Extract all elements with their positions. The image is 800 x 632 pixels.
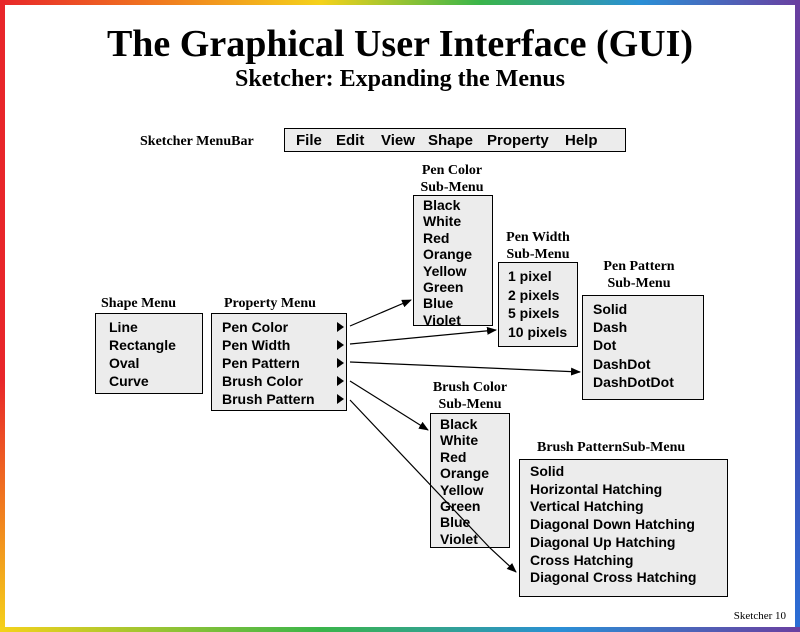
rainbow-border-left (0, 0, 5, 632)
brush-pattern-submenu: Solid Horizontal Hatching Vertical Hatch… (519, 459, 728, 597)
caption-line: Pen Color (421, 163, 483, 178)
brush-pattern-item[interactable]: Horizontal Hatching (530, 480, 663, 497)
submenu-arrow-icon (337, 394, 344, 404)
brush-color-item[interactable]: Black (440, 416, 478, 432)
brush-color-item[interactable]: White (440, 432, 479, 449)
slide-footer: Sketcher 10 (733, 610, 786, 622)
caption-line: Sub-Menu (420, 180, 484, 195)
menu-help[interactable]: Help (565, 132, 598, 149)
pen-pattern-item[interactable]: Dot (593, 337, 617, 354)
shape-item-line[interactable]: Line (109, 319, 138, 335)
pen-pattern-item[interactable]: DashDot (593, 355, 651, 372)
menu-view[interactable]: View (381, 132, 415, 149)
pen-pattern-submenu: Solid Dash Dot DashDot DashDotDot (582, 295, 704, 400)
shape-item-rectangle[interactable]: Rectangle (109, 337, 176, 353)
rainbow-border-top (0, 0, 800, 5)
slide-subtitle: Sketcher: Expanding the Menus (234, 66, 566, 92)
caption-line: Sub-Menu (607, 276, 671, 291)
arrow-to-pen-width (349, 326, 497, 345)
pen-width-submenu: 1 pixel 2 pixels 5 pixels 10 pixels (498, 262, 578, 347)
brush-pattern-item[interactable]: Solid (530, 463, 565, 479)
property-item-pen-color[interactable]: Pen Color (222, 318, 344, 336)
submenu-arrow-icon (337, 322, 344, 332)
property-item-brush-color[interactable]: Brush Color (222, 372, 344, 390)
submenu-arrow-icon (337, 358, 344, 368)
property-item-label: Pen Width (222, 337, 291, 353)
menu-edit[interactable]: Edit (336, 132, 365, 149)
pen-pattern-item[interactable]: Dash (593, 319, 628, 336)
pen-pattern-item[interactable]: Solid (593, 301, 628, 317)
property-item-pen-width[interactable]: Pen Width (222, 336, 344, 354)
pen-pattern-item[interactable]: DashDotDot (593, 373, 674, 390)
shape-menu: Line Rectangle Oval Curve (95, 313, 203, 394)
menu-property[interactable]: Property (487, 132, 549, 149)
brush-pattern-item[interactable]: Diagonal Cross Hatching (530, 569, 697, 586)
pen-width-item[interactable]: 5 pixels (508, 305, 560, 321)
property-item-label: Pen Color (222, 319, 289, 335)
property-item-label: Brush Pattern (222, 391, 315, 407)
pen-color-item[interactable]: Black (423, 197, 461, 213)
arrow-to-brush-pattern (349, 399, 517, 573)
pen-color-item[interactable]: Green (423, 279, 464, 296)
arrow-to-pen-pattern (349, 361, 581, 376)
caption-line: Pen Pattern (603, 259, 675, 274)
pen-color-submenu: Black White Red Orange Yellow Green Blue… (413, 195, 493, 328)
brush-color-submenu-caption: Brush Color Sub-Menu (425, 379, 515, 413)
pen-color-item[interactable]: Violet (423, 311, 461, 328)
menu-shape[interactable]: Shape (428, 132, 474, 149)
slide-title: The Graphical User Interface (GUI) (106, 23, 694, 65)
submenu-arrow-icon (337, 376, 344, 386)
brush-color-item[interactable]: Orange (440, 465, 490, 482)
arrow-to-brush-color (349, 380, 429, 431)
pen-color-item[interactable]: Blue (423, 295, 454, 312)
property-item-brush-pattern[interactable]: Brush Pattern (222, 390, 344, 408)
pen-width-item[interactable]: 10 pixels (508, 323, 568, 340)
caption-line: Sub-Menu (438, 397, 502, 412)
pen-color-item[interactable]: Red (423, 229, 450, 246)
caption-line: Brush Color (432, 380, 508, 395)
shape-item-curve[interactable]: Curve (109, 373, 149, 389)
brush-pattern-submenu-caption: Brush PatternSub-Menu (537, 440, 686, 455)
pen-width-submenu-caption: Pen Width Sub-Menu (496, 229, 580, 263)
brush-pattern-item[interactable]: Diagonal Up Hatching (530, 533, 676, 550)
caption-line: Pen Width (506, 230, 570, 245)
property-item-label: Brush Color (222, 373, 303, 389)
arrow-to-pen-color (349, 299, 412, 327)
pen-color-item[interactable]: White (423, 213, 462, 230)
rainbow-border-bottom (0, 627, 800, 632)
menubar-caption: Sketcher MenuBar (140, 134, 254, 149)
shape-item-oval[interactable]: Oval (109, 355, 140, 371)
caption-line: Sub-Menu (506, 247, 570, 262)
brush-pattern-item[interactable]: Vertical Hatching (530, 498, 644, 515)
property-menu: Pen Color Pen Width Pen Pattern Brush Co… (211, 313, 347, 411)
property-menu-caption: Property Menu (224, 296, 316, 311)
menu-file[interactable]: File (296, 132, 322, 149)
rainbow-border-right (795, 0, 800, 632)
pen-color-item[interactable]: Yellow (423, 262, 467, 279)
brush-color-item[interactable]: Violet (440, 530, 478, 547)
menubar: File Edit View Shape Property Help (284, 128, 626, 152)
brush-color-item[interactable]: Red (440, 448, 467, 465)
shape-menu-caption: Shape Menu (101, 296, 177, 311)
property-item-label: Pen Pattern (222, 355, 300, 371)
submenu-arrow-icon (337, 340, 344, 350)
brush-pattern-item[interactable]: Cross Hatching (530, 551, 634, 568)
pen-width-item[interactable]: 1 pixel (508, 268, 552, 284)
pen-color-item[interactable]: Orange (423, 246, 473, 263)
brush-color-item[interactable]: Green (440, 498, 481, 515)
pen-color-submenu-caption: Pen Color Sub-Menu (410, 162, 494, 196)
brush-color-item[interactable]: Yellow (440, 481, 484, 498)
pen-width-item[interactable]: 2 pixels (508, 286, 560, 303)
brush-pattern-item[interactable]: Diagonal Down Hatching (530, 516, 695, 533)
pen-pattern-submenu-caption: Pen Pattern Sub-Menu (597, 258, 681, 292)
property-item-pen-pattern[interactable]: Pen Pattern (222, 354, 344, 372)
brush-color-submenu: Black White Red Orange Yellow Green Blue… (430, 413, 510, 548)
